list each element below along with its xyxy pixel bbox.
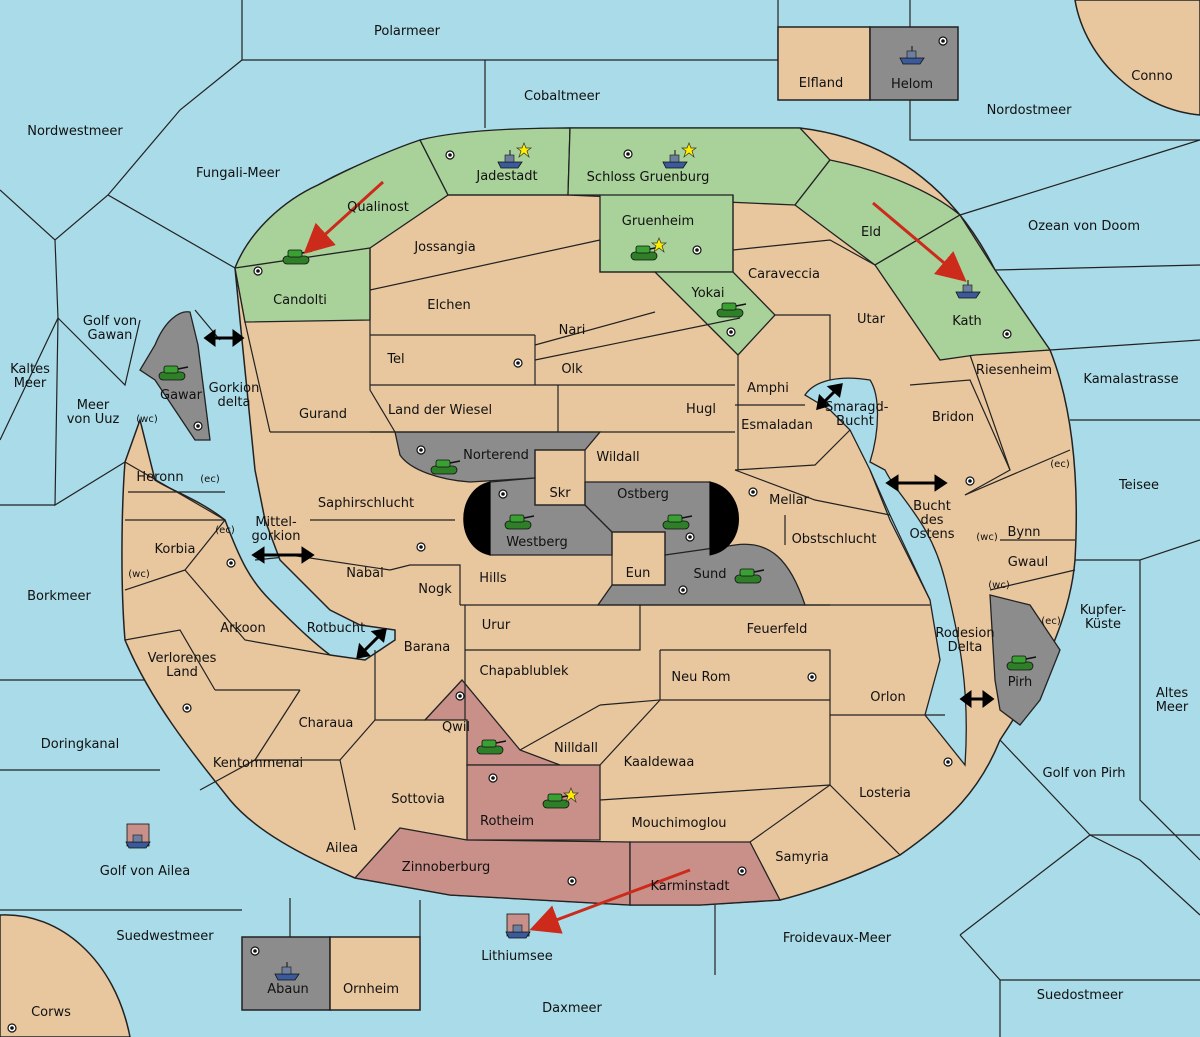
fleet-golf-von-ailea <box>125 823 151 849</box>
sc-neurom <box>807 672 817 682</box>
sc-verloren <box>182 703 192 713</box>
sc-bridon <box>965 476 975 486</box>
sc-tel <box>513 358 523 368</box>
star-icon <box>680 142 698 159</box>
sc-zinnoberburg <box>567 876 577 886</box>
land-borders <box>124 194 1076 856</box>
fleet-schloss <box>662 150 688 169</box>
sea-smaragd-bucht-shape[interactable] <box>804 377 967 767</box>
province-elfland-shape[interactable] <box>777 26 871 101</box>
sc-gawar <box>193 421 203 431</box>
province-karminstadt-shape[interactable] <box>629 841 782 906</box>
sc-candolti <box>253 266 263 276</box>
army-gruenheim <box>630 245 661 261</box>
province-ornheim-shape[interactable] <box>329 936 421 1011</box>
army-westberg <box>504 514 535 530</box>
sc-jadestadt <box>445 150 455 160</box>
sc-korbia <box>226 558 236 568</box>
army-qwil <box>476 739 507 755</box>
sc-westberg <box>498 489 508 499</box>
sc-karminstadt <box>737 866 747 876</box>
support-stars <box>515 142 698 804</box>
sc-rotheim <box>488 773 498 783</box>
fleet-helom <box>899 46 925 65</box>
black-cap-east <box>709 481 739 556</box>
star-icon <box>515 142 533 159</box>
fleet-abaun <box>274 962 300 981</box>
sc-norterend <box>416 445 426 455</box>
province-schloss-gruenburg-shape[interactable] <box>567 127 831 206</box>
order-karminstadt-lithiumsee <box>529 868 691 934</box>
sc-kath <box>1002 329 1012 339</box>
army-pirh <box>1006 655 1037 671</box>
sc-gruenheim <box>692 245 702 255</box>
sc-schloss <box>623 149 633 159</box>
passage-arrows <box>203 329 995 708</box>
sc-helom <box>938 36 948 46</box>
supply-centers <box>7 36 1012 1033</box>
province-gruenheim-shape[interactable] <box>599 194 734 273</box>
fleet-lithiumsee <box>505 913 531 939</box>
sc-yokai <box>726 327 736 337</box>
army-yokai <box>716 302 747 318</box>
sc-nabai <box>416 542 426 552</box>
sc-qwil <box>455 691 465 701</box>
army-sund <box>734 568 765 584</box>
army-candolti <box>282 249 313 265</box>
order-arrows <box>303 180 967 934</box>
star-icon <box>650 237 668 254</box>
sc-corws <box>7 1023 17 1033</box>
fleet-jadestadt <box>497 150 523 169</box>
sc-abaun <box>250 946 260 956</box>
sc-losteria <box>943 757 953 767</box>
order-eld-kath <box>872 201 967 282</box>
army-norterend <box>430 459 461 475</box>
black-cap-west <box>463 481 491 556</box>
order-qualinost-candolti <box>303 180 385 255</box>
province-corws-shape[interactable] <box>0 914 131 1037</box>
sc-mellar <box>748 487 758 497</box>
army-gawar <box>158 365 189 381</box>
province-rotheim-shape[interactable] <box>466 764 601 841</box>
star-icon <box>562 787 580 804</box>
sc-sund <box>678 585 688 595</box>
army-ostberg <box>662 514 693 530</box>
sc-ostberg <box>685 532 695 542</box>
fleet-kath <box>955 280 981 299</box>
province-jadestadt-shape[interactable] <box>419 127 571 196</box>
